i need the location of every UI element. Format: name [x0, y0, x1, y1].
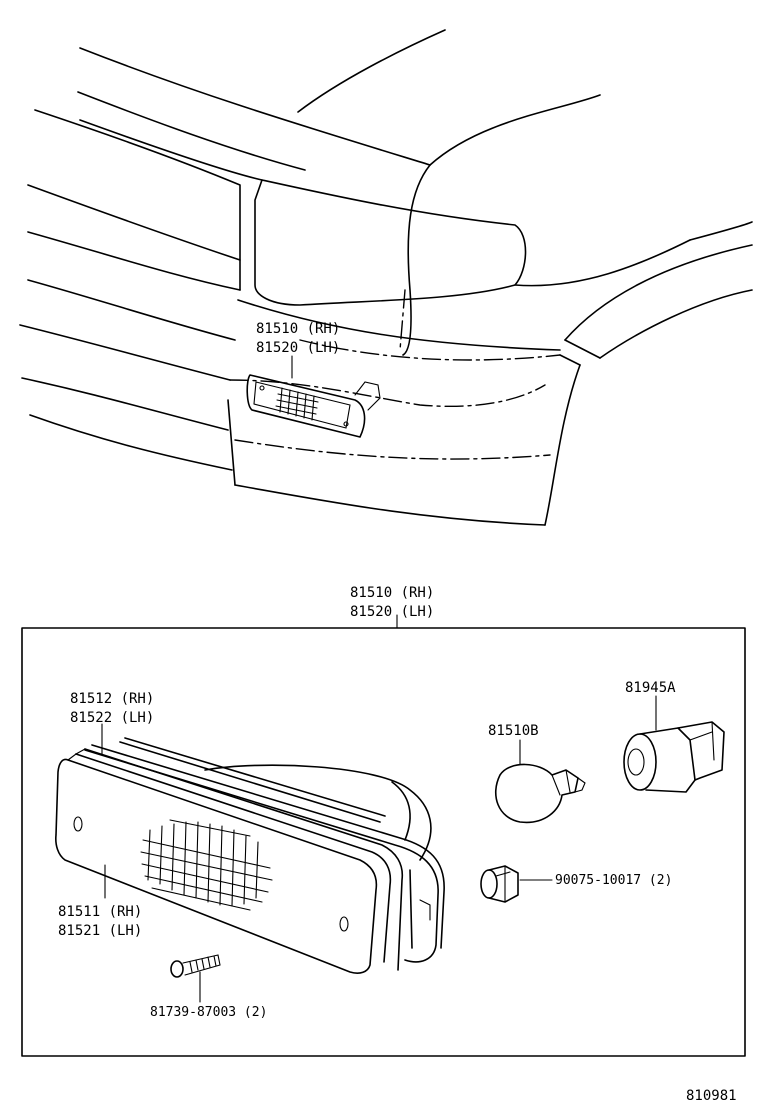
exploded-view-frame	[21, 627, 746, 1057]
housing-callout-lh: 81522 (LH)	[70, 710, 154, 726]
clip	[480, 865, 519, 903]
assy-callout-rh: 81510 (RH)	[350, 585, 434, 601]
lamp-lens	[55, 748, 404, 974]
socket	[623, 721, 725, 793]
installed-lamp	[246, 374, 381, 438]
socket-callout: 81945A	[625, 680, 676, 696]
bulb	[495, 763, 586, 824]
vehicle-front-corner	[19, 29, 753, 526]
lens-grid-pattern	[140, 819, 273, 911]
assy-callout-lh: 81520 (LH)	[350, 604, 434, 620]
lamp-housing	[84, 737, 445, 963]
top-callout-rh: 81510 (RH)	[256, 321, 340, 337]
screw	[170, 954, 221, 978]
top-callout-lh: 81520 (LH)	[256, 340, 340, 356]
housing-callout-rh: 81512 (RH)	[70, 691, 154, 707]
screw-callout: 81739-87003 (2)	[150, 1005, 267, 1020]
diagram-code: 810981	[686, 1088, 737, 1104]
bulb-callout: 81510B	[488, 723, 539, 739]
clip-callout: 90075-10017 (2)	[555, 873, 672, 888]
lens-callout-rh: 81511 (RH)	[58, 904, 142, 920]
lens-callout-lh: 81521 (LH)	[58, 923, 142, 939]
